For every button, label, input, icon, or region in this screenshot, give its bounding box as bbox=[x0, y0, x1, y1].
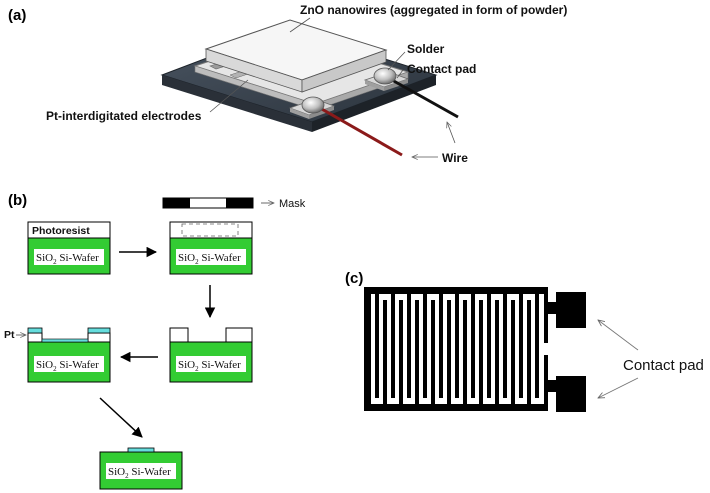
solder-label: Solder bbox=[407, 42, 445, 56]
zno-block bbox=[204, 19, 388, 93]
ide-finger-top bbox=[439, 294, 443, 398]
ide-finger-top bbox=[391, 294, 395, 398]
contact-arrow-bottom bbox=[598, 377, 639, 398]
copper-wire bbox=[319, 106, 403, 157]
ide-finger-bottom bbox=[527, 300, 531, 404]
ide-top-bar bbox=[364, 287, 548, 294]
wafer-step-1: Photoresist SiO2 Si-Wafer bbox=[27, 221, 111, 275]
pt-label: Pt bbox=[4, 329, 15, 341]
wafer-label-1: SiO2 Si-Wafer bbox=[36, 252, 99, 266]
ide-finger-bottom bbox=[431, 300, 435, 404]
panel-c: (c) Contact pad bbox=[345, 270, 704, 412]
ide-finger-bottom bbox=[511, 300, 515, 404]
interdigitated-electrode bbox=[364, 287, 548, 411]
panel-a: (a) bbox=[8, 3, 567, 165]
ide-finger-top bbox=[407, 294, 411, 398]
contact-pad-label: Contact pad bbox=[407, 62, 476, 76]
solder-blob-front bbox=[301, 96, 325, 114]
ide-finger-top bbox=[519, 294, 523, 398]
ide-finger-bottom bbox=[463, 300, 467, 404]
wafer-step-2: SiO2 Si-Wafer bbox=[169, 221, 253, 275]
ide-finger-bottom bbox=[495, 300, 499, 404]
ide-contact-pad-top bbox=[556, 292, 586, 328]
ide-finger-top bbox=[503, 294, 507, 398]
ide-finger-bottom bbox=[479, 300, 483, 404]
ide-right-bar-top bbox=[544, 287, 548, 343]
ide-finger-top bbox=[535, 294, 539, 398]
wafer-label-3: SiO2 Si-Wafer bbox=[178, 359, 241, 373]
wafer-label-2: SiO2 Si-Wafer bbox=[178, 252, 241, 266]
wafer-label-5: SiO2 Si-Wafer bbox=[108, 466, 171, 480]
ide-finger-top bbox=[423, 294, 427, 398]
electrodes-label: Pt-interdigitated electrodes bbox=[46, 109, 202, 123]
ide-finger-top bbox=[455, 294, 459, 398]
ide-finger-bottom bbox=[447, 300, 451, 404]
panel-a-label: (a) bbox=[8, 7, 26, 24]
panel-b-label: (b) bbox=[8, 192, 27, 209]
pad-neck-top bbox=[548, 302, 556, 314]
ide-finger-bottom bbox=[415, 300, 419, 404]
process-arrow-4 bbox=[99, 397, 143, 438]
photoresist-label: Photoresist bbox=[32, 225, 90, 237]
panel-b: (b) Mask Photoresist SiO2 Si-Wafer SiO2 … bbox=[4, 192, 306, 490]
solder-blob-back bbox=[373, 67, 397, 85]
photomask bbox=[162, 197, 254, 209]
ide-left-bar bbox=[364, 287, 371, 411]
ide-finger-bottom bbox=[399, 300, 403, 404]
ide-finger-bottom bbox=[383, 300, 387, 404]
ide-finger-top bbox=[471, 294, 475, 398]
contact-arrow-top bbox=[598, 320, 639, 351]
mask-label: Mask bbox=[279, 198, 306, 210]
wafer-step-5: SiO2 Si-Wafer bbox=[99, 447, 183, 490]
wafer-step-4: SiO2 Si-Wafer bbox=[27, 327, 111, 383]
pad-neck-bottom bbox=[548, 380, 556, 392]
ide-finger-top bbox=[487, 294, 491, 398]
wire-label: Wire bbox=[442, 151, 468, 165]
ide-bottom-bar bbox=[364, 404, 548, 411]
wafer-label-4: SiO2 Si-Wafer bbox=[36, 359, 99, 373]
wafer-step-3: SiO2 Si-Wafer bbox=[169, 327, 253, 383]
ide-right-bar-bottom bbox=[544, 355, 548, 411]
panel-c-label: (c) bbox=[345, 270, 363, 287]
nanowires-label: ZnO nanowires (aggregated in form of pow… bbox=[300, 3, 567, 17]
ide-finger-top bbox=[375, 294, 379, 398]
contact-pad-c-label: Contact pad bbox=[623, 357, 704, 374]
ide-contact-pad-bottom bbox=[556, 376, 586, 412]
black-wire bbox=[391, 78, 459, 119]
